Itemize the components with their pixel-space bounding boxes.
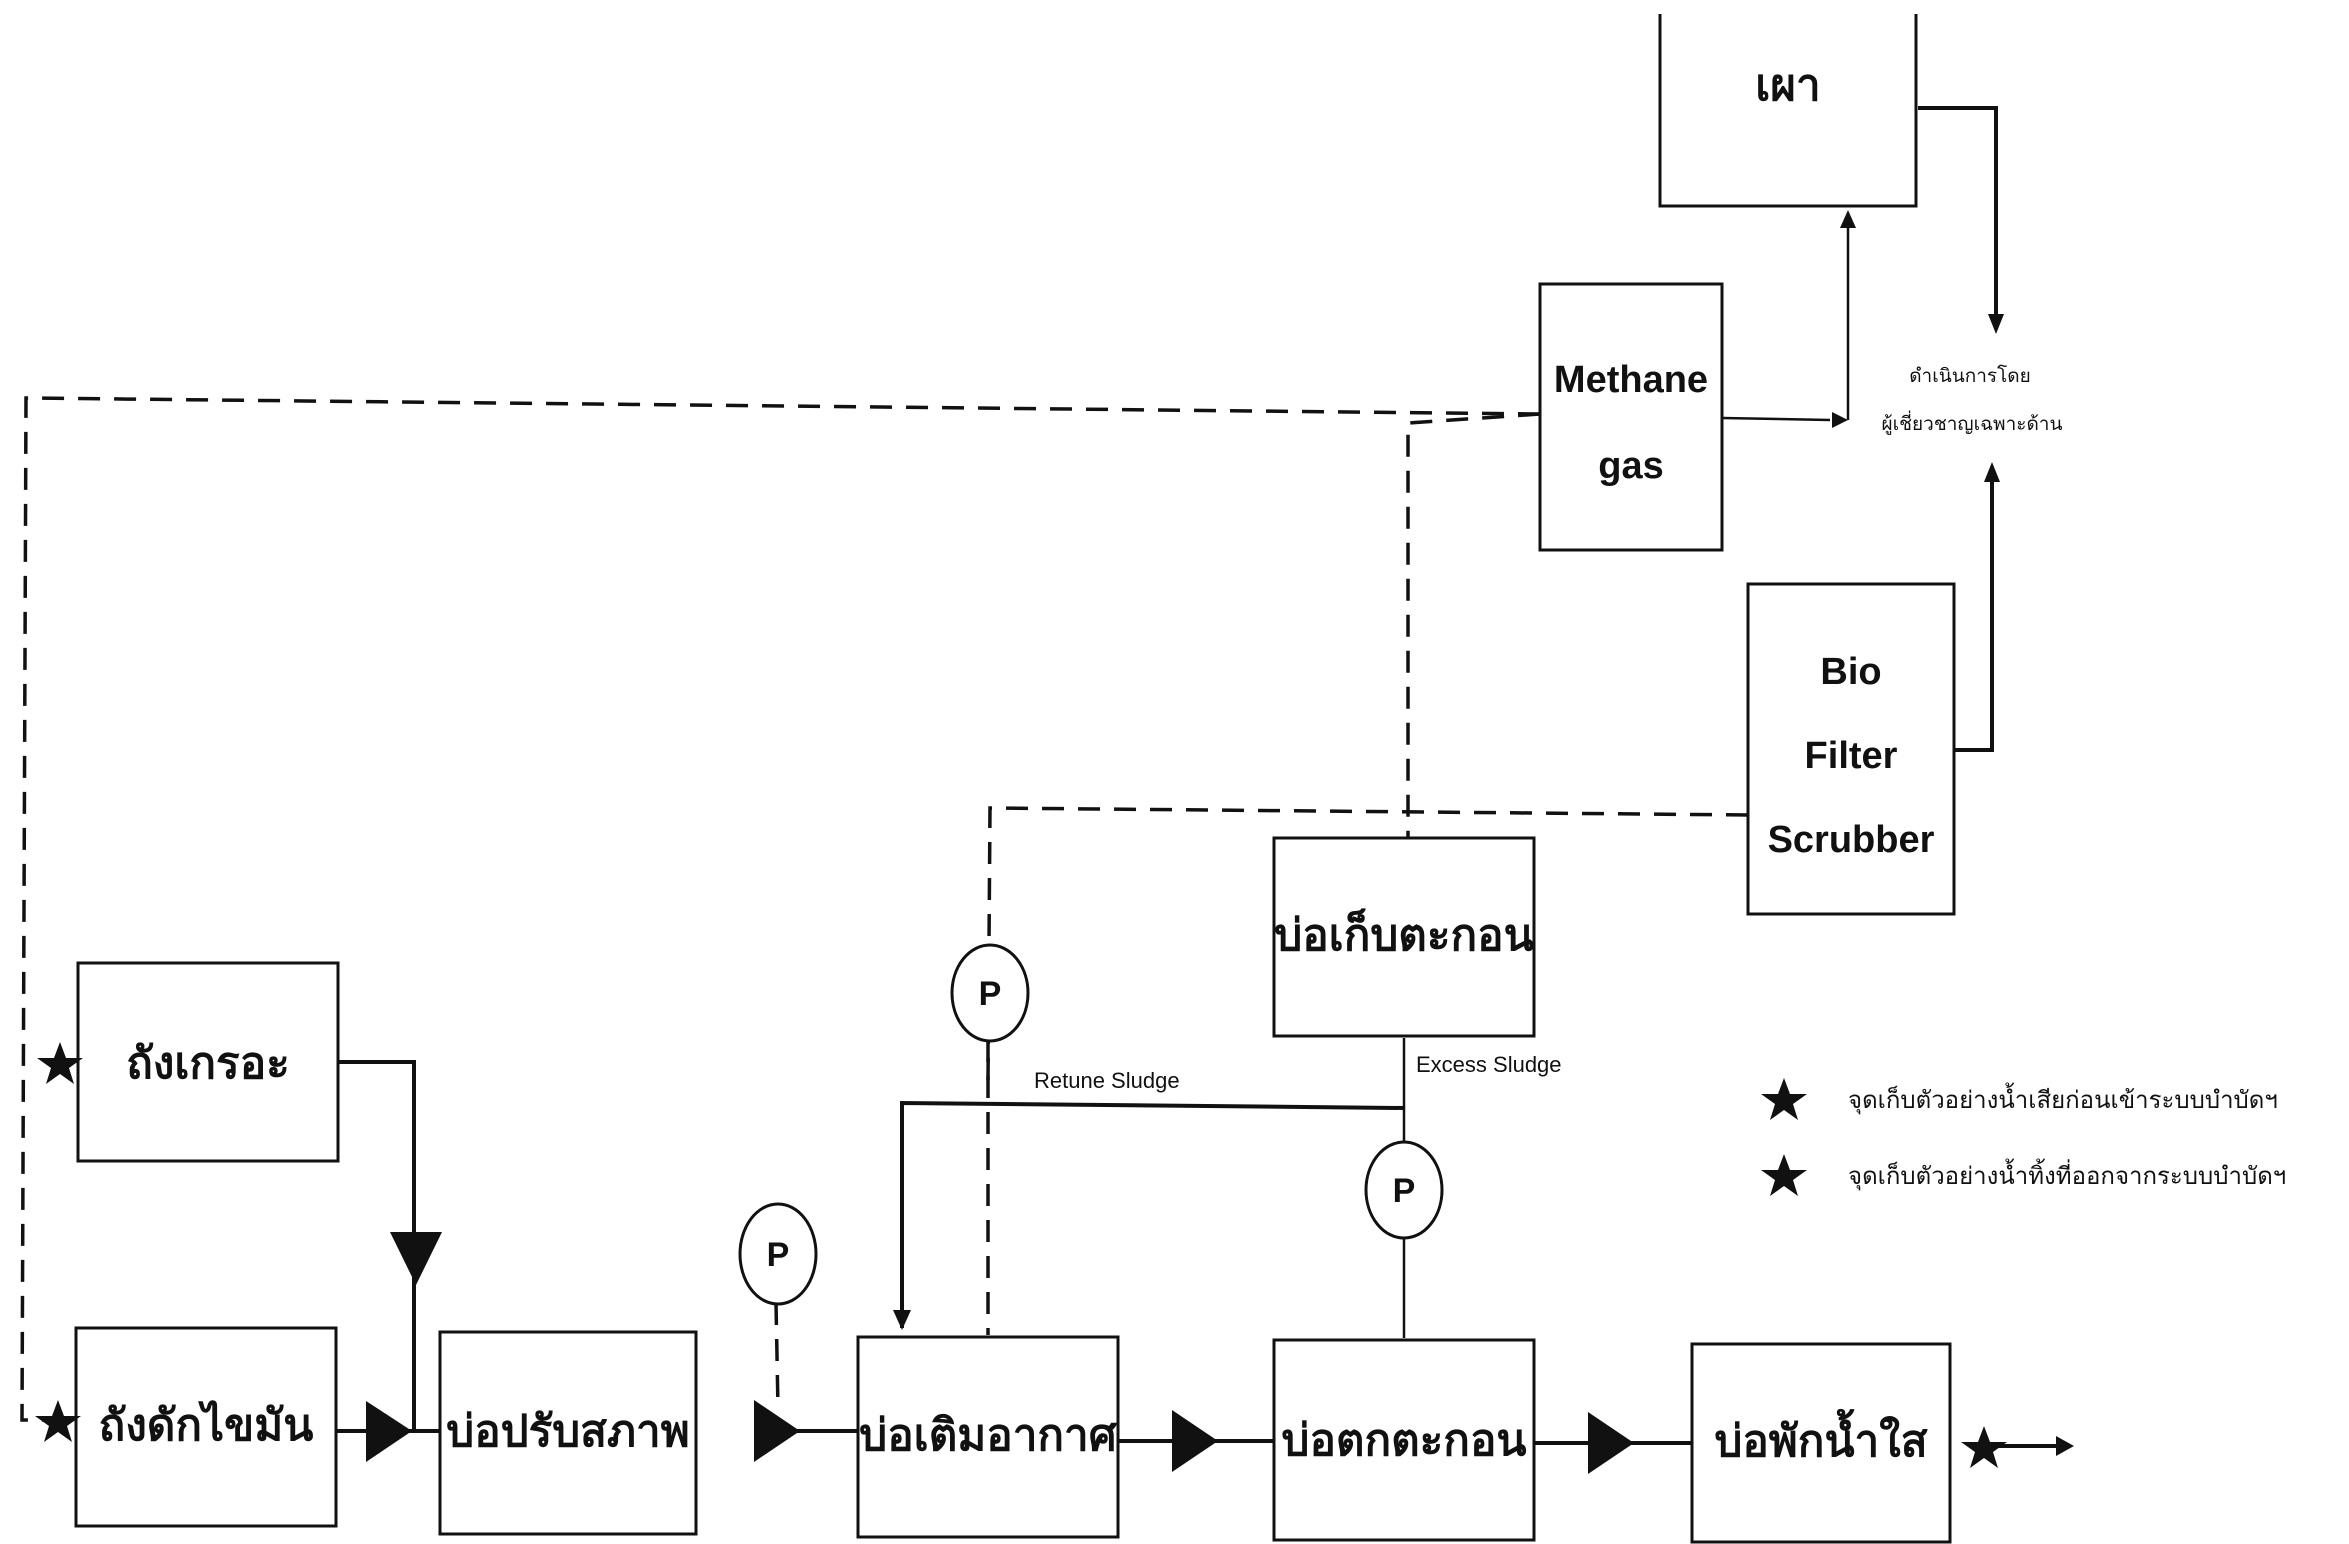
sedimentation-box: บ่อตกตะกอน xyxy=(1272,1338,1536,1542)
grease-trap-box: ถังดักไขมัน xyxy=(74,1326,338,1528)
sampling-star-outlet xyxy=(1961,1426,2007,1468)
flow-arrow-4 xyxy=(1588,1412,1634,1474)
bio-filter-box: Bio Filter Scrubber xyxy=(1746,582,1956,916)
methane-to-expert-arrowhead xyxy=(1832,412,1848,428)
svg-text:P: P xyxy=(979,975,1002,1013)
sampling-star-inlet-grease xyxy=(35,1400,81,1442)
sludge-holding-box: บ่อเก็บตะกอน xyxy=(1272,836,1536,1038)
incinerate-to-expert-line xyxy=(1918,106,1998,318)
expert-note-line1: ดำเนินการโดย xyxy=(1909,364,2031,387)
outlet-arrowhead xyxy=(2056,1436,2074,1456)
sludge-holding-label: บ่อเก็บตะกอน xyxy=(1274,908,1533,961)
incinerate-box: เผา xyxy=(1658,14,1918,208)
retune-sludge-label: Retune Sludge xyxy=(1034,1068,1180,1093)
svg-text:P: P xyxy=(767,1236,790,1274)
methane-label-line1: Methane xyxy=(1554,359,1708,401)
pump-equalization: P xyxy=(738,1202,818,1306)
sedimentation-label: บ่อตกตะกอน xyxy=(1282,1415,1527,1466)
biofilter-to-expert-arrowhead xyxy=(1984,462,2000,482)
biofilter-to-expert-line xyxy=(1954,478,1994,752)
legend-star-1 xyxy=(1761,1078,1807,1120)
equalization-label: บ่อปรับสภาพ xyxy=(446,1406,689,1457)
legend-item-2: จุดเก็บตัวอย่างน้ำทิ้งที่ออกจากระบบบำบัด… xyxy=(1848,1158,2286,1191)
excess-sludge-label: Excess Sludge xyxy=(1416,1052,1562,1077)
sampling-star-inlet-screen xyxy=(37,1042,83,1084)
flow-arrow-down xyxy=(390,1232,442,1285)
flow-arrow-3 xyxy=(1172,1410,1218,1472)
methane-gas-box: Methane gas xyxy=(1538,282,1724,552)
methane-label-line2: gas xyxy=(1598,445,1663,487)
screen-tank-label: ถังเกรอะ xyxy=(126,1038,290,1089)
dashed-line-left xyxy=(20,396,1541,1422)
aeration-label: บ่อเติมอากาศ xyxy=(859,1410,1117,1461)
incinerate-to-expert-arrowhead xyxy=(1988,314,2004,334)
aeration-box: บ่อเติมอากาศ xyxy=(856,1335,1120,1539)
svg-text:P: P xyxy=(1393,1172,1416,1210)
dashed-line-pump-eq xyxy=(774,1302,780,1409)
legend: จุดเก็บตัวอย่างน้ำเสียก่อนเข้าระบบบำบัดฯ… xyxy=(1761,1078,2286,1196)
flow-arrow-1 xyxy=(366,1401,412,1462)
equalization-box: บ่อปรับสภาพ xyxy=(438,1330,698,1536)
return-sludge-line xyxy=(900,1100,1405,1328)
pump-return: P xyxy=(950,943,1030,1043)
incinerate-label: เผา xyxy=(1755,60,1821,111)
legend-star-2 xyxy=(1761,1154,1807,1196)
methane-to-expert-line xyxy=(1721,416,1831,422)
bio-label-line1: Bio xyxy=(1820,651,1881,693)
dashed-line-to-methane xyxy=(1406,412,1541,838)
bio-label-line3: Scrubber xyxy=(1768,819,1935,861)
screen-tank-box: ถังเกรอะ xyxy=(76,961,340,1163)
clear-water-box: บ่อพักน้ำใส xyxy=(1690,1342,1952,1544)
expert-note-line2: ผู้เชี่ยวชาญเฉพาะด้าน xyxy=(1882,410,2063,435)
grease-trap-label: ถังดักไขมัน xyxy=(99,1399,314,1451)
flow-arrow-2 xyxy=(754,1400,800,1462)
legend-item-1: จุดเก็บตัวอย่างน้ำเสียก่อนเข้าระบบบำบัดฯ xyxy=(1848,1082,2278,1115)
pump-excess: P xyxy=(1364,1140,1444,1240)
to-incinerate-arrowhead xyxy=(1840,210,1856,228)
screen-tank-to-flow xyxy=(338,1060,416,1431)
clear-water-label: บ่อพักน้ำใส xyxy=(1714,1408,1927,1467)
return-sludge-arrowhead xyxy=(893,1310,911,1330)
bio-label-line2: Filter xyxy=(1805,735,1898,777)
